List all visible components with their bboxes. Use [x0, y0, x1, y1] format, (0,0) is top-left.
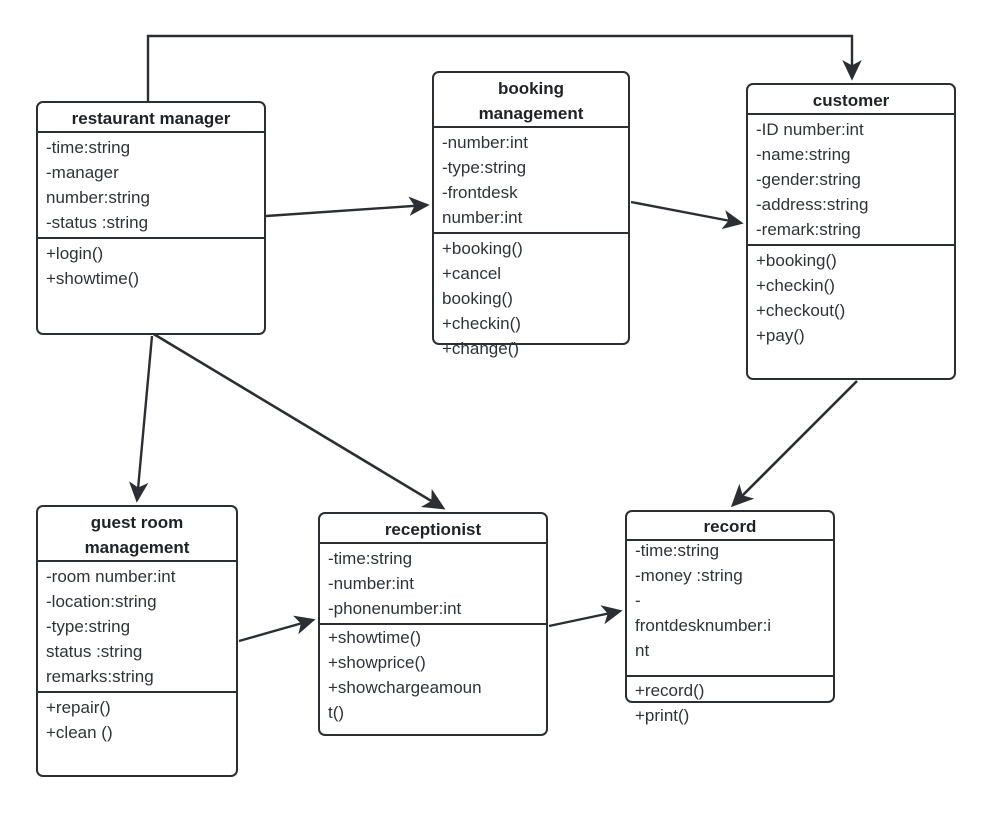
operations-booking-management: +booking() +cancel booking() +checkin() …: [442, 239, 523, 358]
attributes-booking-management: -number:int -type:string -frontdesk numb…: [442, 133, 528, 227]
operations-record: +record() +print(): [635, 681, 705, 725]
class-name-record: record: [703, 517, 757, 536]
class-divider: [38, 131, 264, 133]
class-box-guest-room-management[interactable]: guest room management -room number:int -…: [36, 505, 238, 777]
class-divider: [627, 539, 833, 541]
class-divider: [320, 623, 546, 625]
class-divider: [748, 113, 954, 115]
class-name-booking-management: booking management: [478, 79, 584, 123]
class-box-record[interactable]: record +record() +print() -time:string -…: [625, 510, 835, 725]
class-name-guest-room-management: guest room management: [84, 513, 190, 557]
class-divider: [38, 237, 264, 239]
attributes-receptionist: -time:string -number:int -phonenumber:in…: [328, 549, 462, 618]
operations-guest-room-management: +repair() +clean (): [46, 698, 113, 742]
operations-receptionist: +showtime() +showprice() +showchargeamou…: [328, 628, 482, 722]
class-divider: [434, 232, 628, 234]
class-divider: [434, 126, 628, 128]
operations-customer: +booking() +checkin() +checkout() +pay(): [756, 251, 846, 345]
connector-receptionist-to-record: [548, 605, 623, 628]
class-divider: [320, 542, 546, 544]
class-box-restaurant-manager[interactable]: restaurant manager -time:string -manager…: [36, 101, 266, 335]
class-divider: [38, 691, 236, 693]
connector-booking-management-to-customer: [630, 200, 744, 230]
class-divider: [627, 675, 833, 677]
class-box-customer[interactable]: customer -ID number:int -name:string -ge…: [746, 83, 956, 380]
attributes-customer: -ID number:int -name:string -gender:stri…: [756, 120, 869, 239]
class-name-customer: customer: [812, 91, 890, 110]
connector-customer-to-record: [730, 380, 858, 508]
connector-restaurant-manager-to-booking-management: [265, 196, 430, 218]
attributes-guest-room-management: -room number:int -location:string -type:…: [46, 567, 176, 686]
connector-restaurant-manager-to-guest-room-management: [128, 335, 154, 503]
operations-restaurant-manager: +login() +showtime(): [46, 244, 140, 288]
class-divider: [748, 244, 954, 246]
connector-restaurant-manager-to-receptionist: [151, 331, 446, 510]
class-name-restaurant-manager: restaurant manager: [71, 109, 231, 128]
class-box-booking-management[interactable]: booking management -number:int -type:str…: [432, 71, 630, 358]
class-divider: [38, 560, 236, 562]
class-box-receptionist[interactable]: receptionist -time:string -number:int -p…: [318, 512, 548, 736]
attributes-record: -time:string -money :string - frontdeskn…: [635, 541, 772, 660]
attributes-restaurant-manager: -time:string -manager number:string -sta…: [46, 138, 150, 232]
connector-guest-room-management-to-receptionist: [238, 615, 316, 643]
class-name-receptionist: receptionist: [384, 520, 482, 539]
